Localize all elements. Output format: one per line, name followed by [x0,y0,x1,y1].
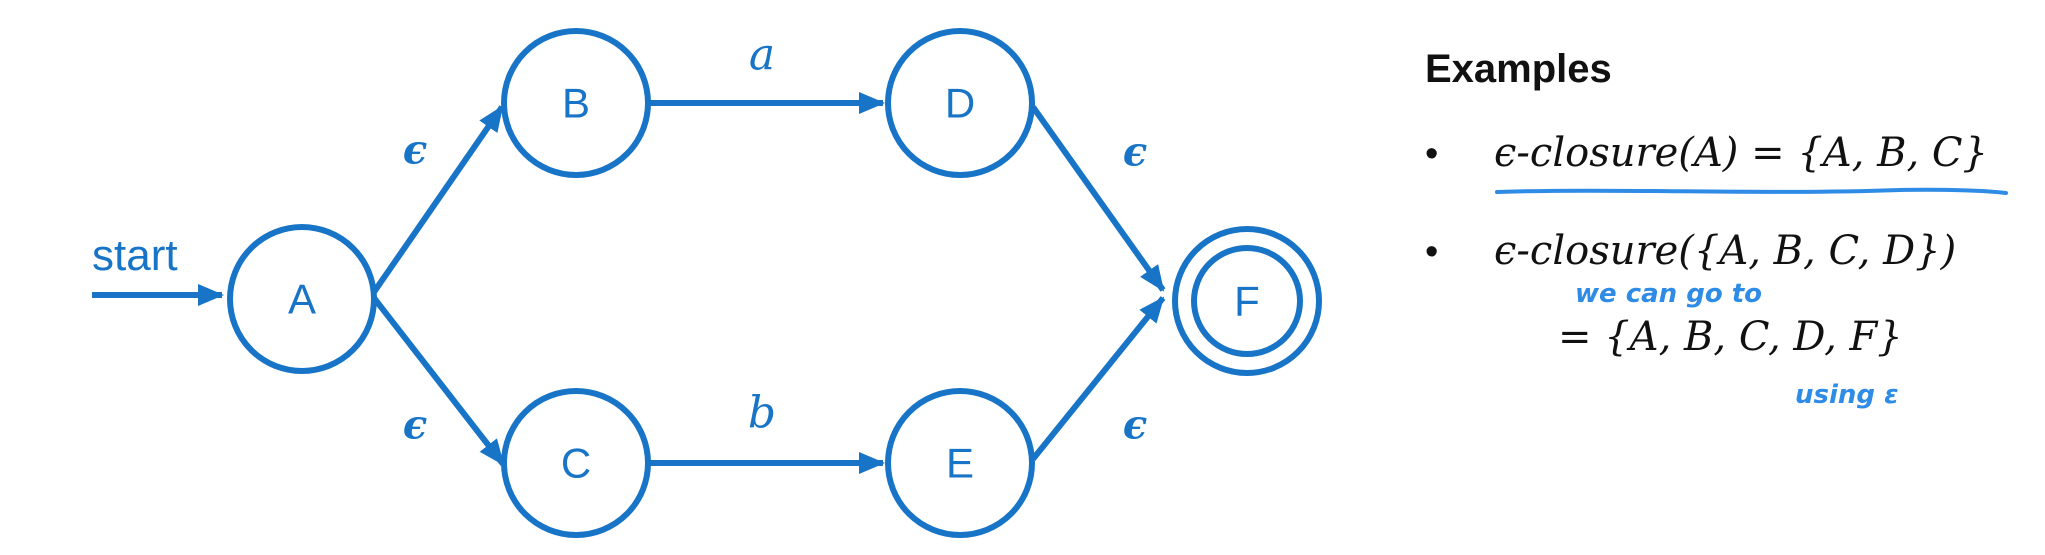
bullet-2: • [1425,231,1438,273]
node-c-circle [501,388,651,538]
examples-panel: Examples • ϵ-closure(A) = {A, B, C} • ϵ-… [1425,47,2008,410]
node-d-circle [885,28,1035,178]
node-f-inner-circle [1191,245,1303,357]
example-1-expression: ϵ-closure(A) = {A, B, C} [1494,130,1988,176]
node-e-label: E [946,440,974,487]
example-2-result: = {A, B, C, D, F} [1558,314,1903,360]
node-b-label: B [562,80,590,127]
edge-d-f [1030,105,1166,292]
edge-labels: ϵ ϵ a b ϵ ϵ [403,30,1147,449]
start-label: start [92,231,178,280]
node-f-label: F [1234,278,1260,325]
example-2-expression: ϵ-closure({A, B, C, D}) [1494,228,1956,274]
edges [371,92,1166,474]
node-a-label: A [288,276,316,323]
nodes: A B C D E F [227,28,1322,538]
edge-label-a-c: ϵ [403,402,427,449]
handwritten-note-bottom: using ε [1795,380,1899,410]
edge-label-b-d: a [749,30,775,81]
handwritten-note-top: we can go to [1575,279,1762,309]
start-arrow: start [92,231,224,306]
edge-label-d-f: ϵ [1123,129,1147,176]
node-c: C [501,388,651,538]
node-a: A [227,224,377,374]
node-a-circle [227,224,377,374]
edge-a-b [371,105,505,294]
node-b: B [501,28,651,178]
edge-e-f [1030,296,1166,461]
node-e: E [885,388,1035,538]
examples-heading: Examples [1425,47,1612,91]
handwritten-underline [1495,187,2008,195]
edge-label-c-e: b [748,388,776,439]
bullet-1: • [1425,133,1438,175]
edge-label-a-b: ϵ [403,127,427,174]
edge-a-c [371,296,506,466]
node-e-circle [885,388,1035,538]
node-d-label: D [945,80,975,127]
node-d: D [885,28,1035,178]
node-f: F [1172,226,1322,376]
node-b-circle [501,28,651,178]
node-c-label: C [561,440,591,487]
edge-label-e-f: ϵ [1123,402,1147,449]
